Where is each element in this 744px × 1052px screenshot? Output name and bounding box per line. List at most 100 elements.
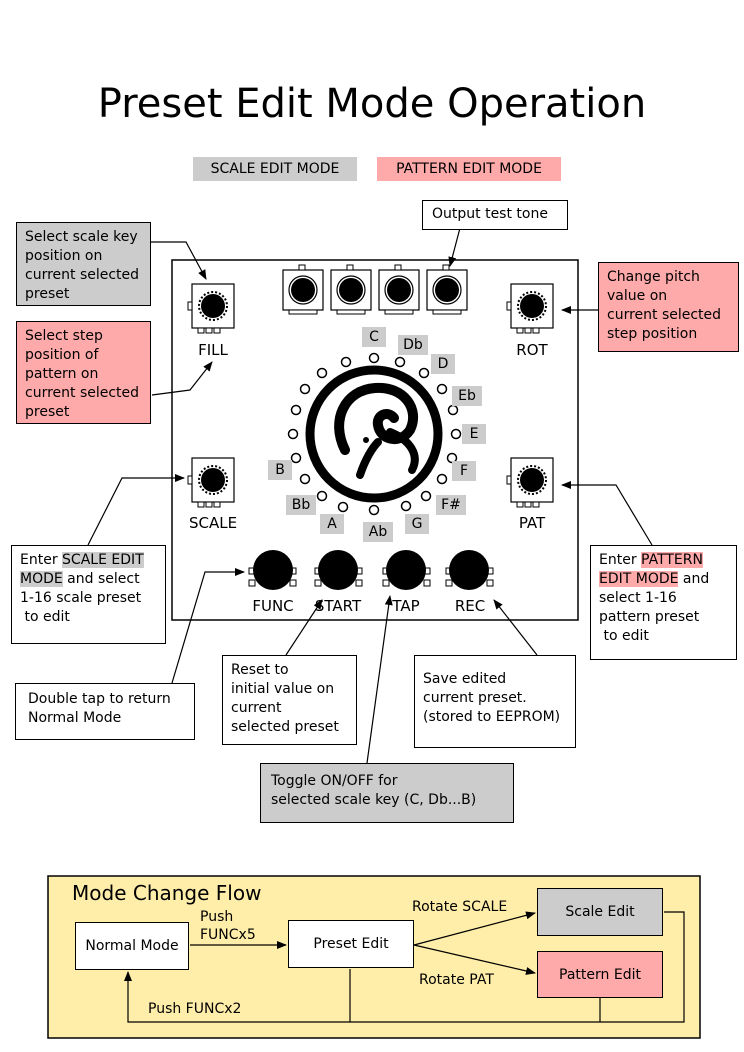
label-tap: TAP — [392, 597, 420, 615]
label-pat: PAT — [518, 514, 546, 532]
callout-enter-pattern-edit: Enter PATTERN EDIT MODE and select 1-16 … — [590, 545, 737, 660]
note-bb: Bb — [286, 495, 316, 515]
encoder-fill — [187, 283, 235, 334]
callout-reset: Reset to initial value on current select… — [222, 655, 357, 745]
callout-line: Select step — [25, 328, 103, 344]
label-scale: SCALE — [188, 514, 238, 532]
callout-line: Change pitch — [607, 269, 700, 285]
callout-line: preset — [25, 404, 70, 420]
note-ab: Ab — [363, 522, 393, 542]
highlight-scale-edit: SCALE EDIT — [62, 552, 144, 568]
callout-double-tap: Double tap to return Normal Mode — [15, 683, 195, 740]
flow-node-normal-mode: Normal Mode — [75, 922, 189, 970]
legend-scale-edit-mode: SCALE EDIT MODE — [193, 157, 357, 181]
note-a: A — [320, 514, 344, 534]
flow-title: Mode Change Flow — [72, 881, 262, 905]
callout-line: current preset. — [423, 690, 527, 706]
button-func-shape — [248, 550, 297, 590]
label-func: FUNC — [252, 597, 294, 615]
flow-node-pattern-edit: Pattern Edit — [537, 951, 663, 998]
callout-line: to edit — [20, 609, 70, 625]
button-tap-shape — [382, 550, 431, 590]
label-rot: ROT — [516, 341, 548, 359]
flow-node-label: Preset Edit — [313, 936, 389, 952]
callout-line: Normal Mode — [28, 710, 122, 726]
callout-line: Double tap to return — [28, 691, 171, 707]
text-enter: Enter — [599, 552, 642, 568]
text-enter: Enter — [20, 552, 63, 568]
note-g: G — [405, 514, 429, 534]
callout-output-test-tone: Output test tone — [422, 200, 568, 230]
note-e: E — [462, 424, 486, 444]
callout-select-step: Select step position of pattern on curre… — [16, 321, 151, 424]
flow-label-push: Push — [200, 909, 234, 925]
label-start: START — [314, 597, 362, 615]
callout-line: initial value on — [231, 681, 335, 697]
callout-line: step position — [607, 326, 698, 342]
highlight-mode: MODE — [20, 571, 63, 587]
button-rec-shape — [445, 550, 494, 590]
callout-line: Reset to — [231, 662, 289, 678]
callout-line: value on — [607, 288, 668, 304]
callout-line: preset — [25, 286, 70, 302]
note-b: B — [268, 460, 292, 480]
page-title: Preset Edit Mode Operation — [97, 81, 647, 127]
callout-line: selected scale key (C, Db...B) — [271, 792, 477, 808]
callout-line: to edit — [599, 628, 649, 644]
flow-label-push-funcx2: Push FUNCx2 — [148, 1001, 242, 1017]
flow-label-rotate-scale: Rotate SCALE — [412, 899, 508, 915]
callout-line: pattern preset — [599, 609, 700, 625]
led-ring — [287, 352, 462, 516]
flow-label-funcx5: FUNCx5 — [200, 927, 256, 943]
callout-line: current selected — [607, 307, 722, 323]
flow-node-label: Pattern Edit — [559, 966, 641, 983]
callout-line: selected preset — [231, 719, 339, 735]
jack-2 — [330, 264, 372, 315]
callout-line: 1-16 scale preset — [20, 590, 142, 606]
encoder-pat — [506, 457, 554, 508]
flow-node-label: Normal Mode — [85, 938, 179, 954]
callout-line: pattern on — [25, 366, 99, 382]
callout-line: (stored to EEPROM) — [423, 709, 561, 725]
callout-toggle: Toggle ON/OFF for selected scale key (C,… — [260, 763, 514, 823]
callout-arrows — [87, 227, 653, 764]
jack-3 — [378, 264, 420, 315]
callout-line: current selected — [25, 385, 140, 401]
jack-4 — [426, 264, 468, 315]
note-eb: Eb — [452, 386, 482, 406]
note-c: C — [362, 327, 386, 347]
flow-node-scale-edit: Scale Edit — [537, 888, 663, 936]
encoder-rot — [506, 283, 554, 334]
callout-line: position of — [25, 347, 99, 363]
text-and-select: and select — [62, 571, 140, 587]
note-f: F — [452, 461, 476, 481]
flow-node-preset-edit: Preset Edit — [288, 920, 414, 968]
output-jacks — [282, 264, 468, 315]
label-rec: REC — [454, 597, 486, 615]
highlight-pattern: PATTERN — [641, 552, 703, 568]
jack-1 — [282, 264, 324, 315]
flow-node-label: Scale Edit — [565, 904, 635, 920]
callout-line: current — [231, 700, 282, 716]
highlight-edit-mode: EDIT MODE — [599, 571, 679, 587]
callout-line: Save edited — [423, 671, 507, 687]
text-and: and — [678, 571, 710, 587]
callout-line: current selected — [25, 267, 140, 283]
callout-select-scale-key: Select scale key position on current sel… — [16, 222, 151, 306]
callout-line: Toggle ON/OFF for — [271, 773, 398, 789]
callout-line: position on — [25, 248, 103, 264]
callout-line: select 1-16 — [599, 590, 677, 606]
callout-output-test-tone-text: Output test tone — [432, 206, 548, 222]
flow-arrows — [124, 911, 685, 1023]
label-fill: FILL — [198, 341, 228, 359]
callout-line: Select scale key — [25, 229, 138, 245]
note-db: Db — [398, 335, 428, 355]
note-d: D — [431, 354, 455, 374]
note-fsharp: F# — [436, 495, 466, 515]
callout-save: Save edited current preset. (stored to E… — [414, 655, 576, 748]
logo-ring — [305, 365, 443, 503]
callout-change-pitch: Change pitch value on current selected s… — [598, 262, 739, 352]
legend-pattern-edit-mode: PATTERN EDIT MODE — [377, 157, 561, 181]
button-start-shape — [314, 550, 363, 590]
flow-label-rotate-pat: Rotate PAT — [419, 972, 494, 988]
